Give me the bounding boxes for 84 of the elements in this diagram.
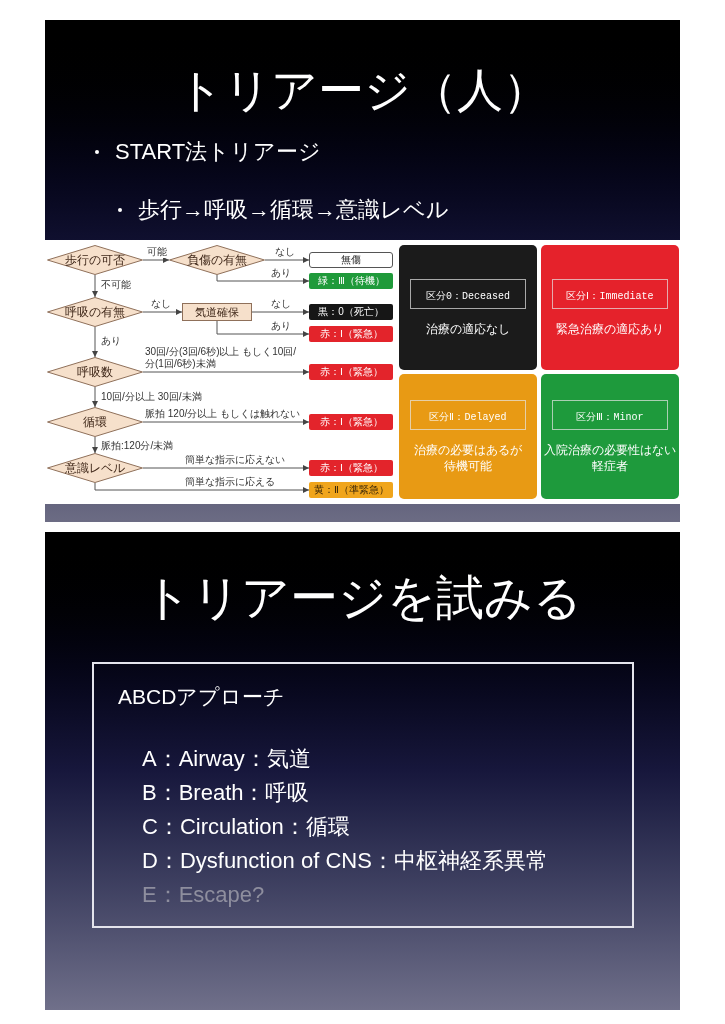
arrow bbox=[142, 419, 310, 425]
list-item: E：Escape? bbox=[142, 882, 265, 907]
edge-label: あり bbox=[101, 335, 121, 347]
arrow bbox=[92, 326, 98, 358]
edge-label: 可能 bbox=[147, 246, 167, 258]
edge-label: 脈拍 120/分以上 もしくは触れない bbox=[145, 408, 301, 420]
edge-label: なし bbox=[275, 246, 295, 258]
triage-tag bbox=[309, 460, 393, 476]
triage-tag bbox=[309, 273, 393, 289]
category-description: 治療の適応なし bbox=[426, 320, 510, 337]
category-card bbox=[541, 374, 679, 499]
arrow bbox=[142, 369, 310, 375]
category-label-frame bbox=[552, 399, 668, 430]
process-text: 気道確保 bbox=[195, 305, 239, 319]
category-description: 緊急治療の適応あり bbox=[556, 320, 664, 337]
edge-label: あり bbox=[271, 320, 291, 332]
arrow bbox=[216, 320, 310, 337]
category-label: 区分0：Deceased bbox=[426, 290, 510, 302]
decision-text: 負傷の有無 bbox=[187, 253, 247, 267]
tag-text: 黄：Ⅱ（準緊急） bbox=[313, 484, 389, 496]
decision-diamond bbox=[169, 245, 265, 275]
decision-text: 歩行の可否 bbox=[65, 253, 125, 267]
bullet-text: 歩行→呼吸→循環→意識レベル bbox=[138, 196, 449, 224]
arrow bbox=[142, 257, 170, 263]
decision-text: 呼吸数 bbox=[77, 365, 113, 379]
tag-text: 赤：Ⅰ（緊急） bbox=[319, 462, 383, 474]
category-card bbox=[541, 245, 679, 370]
tag-text: 赤：Ⅰ（緊急） bbox=[319, 366, 383, 378]
arrow bbox=[94, 482, 310, 493]
category-label: 区分Ⅲ：Minor bbox=[576, 411, 644, 423]
process-box bbox=[182, 303, 252, 321]
approach-frame bbox=[92, 662, 634, 928]
category-label: 区分Ⅱ：Delayed bbox=[429, 411, 507, 423]
tag-text: 無傷 bbox=[341, 254, 361, 266]
triage-tag bbox=[309, 252, 393, 268]
arrow bbox=[142, 465, 310, 471]
category-description: 入院治療の必要性はない軽症者 bbox=[543, 441, 677, 474]
category-description: 治療の必要はあるが待機可能 bbox=[413, 441, 523, 474]
tag-text: 赤：Ⅰ（緊急） bbox=[319, 416, 383, 428]
triage-tag bbox=[309, 304, 393, 320]
triage-tag bbox=[309, 414, 393, 430]
decision-diamond bbox=[47, 297, 143, 327]
decision-diamond bbox=[47, 453, 143, 483]
decision-diamond bbox=[47, 245, 143, 275]
edge-label: 10回/分以上 30回/未満 bbox=[101, 391, 202, 403]
tag-text: 黒：0（死亡） bbox=[318, 306, 384, 318]
list-item: A：Airway：気道 bbox=[142, 746, 311, 771]
decision-text: 意識レベル bbox=[65, 461, 125, 475]
category-label-frame bbox=[410, 399, 526, 430]
list-item: D：Dysfunction of CNS：中枢神経系異常 bbox=[142, 848, 548, 873]
category-card bbox=[399, 374, 537, 499]
triage-tag bbox=[309, 364, 393, 380]
arrow bbox=[92, 274, 98, 298]
arrow bbox=[92, 436, 98, 454]
edge-label: なし bbox=[151, 298, 171, 310]
decision-diamond bbox=[47, 357, 143, 387]
decision-text: 呼吸の有無 bbox=[65, 305, 125, 319]
category-card bbox=[399, 245, 537, 370]
arrow bbox=[216, 274, 310, 284]
tag-text: 赤：Ⅰ（緊急） bbox=[319, 328, 383, 340]
list-item: B：Breath：呼吸 bbox=[142, 780, 310, 805]
edge-label: 脈拍:120分/未満 bbox=[101, 440, 174, 452]
category-label: 区分Ⅰ：Immediate bbox=[566, 290, 654, 302]
slide-title: トリアージ（人） bbox=[176, 64, 549, 116]
edge-label: 簡単な指示に応える bbox=[185, 476, 275, 488]
edge-label: あり bbox=[271, 267, 291, 279]
slide-title: トリアージを試みる bbox=[143, 571, 582, 624]
arrow bbox=[264, 257, 310, 263]
decision-diamond bbox=[47, 407, 143, 437]
category-label-frame bbox=[552, 278, 668, 309]
decision-text: 循環 bbox=[83, 415, 107, 429]
triage-tag bbox=[309, 482, 393, 498]
edge-label: 不可能 bbox=[101, 279, 131, 291]
edge-label: 簡単な指示に応えない bbox=[185, 454, 285, 466]
arrow bbox=[92, 386, 98, 408]
category-label-frame bbox=[410, 278, 526, 309]
bullet-text: START法トリアージ bbox=[115, 138, 322, 166]
triage-tag bbox=[309, 326, 393, 342]
arrow bbox=[251, 309, 310, 315]
arrow bbox=[142, 309, 183, 315]
tag-text: 緑：Ⅲ（待機） bbox=[317, 275, 385, 287]
list-heading: ABCDアプローチ bbox=[118, 685, 286, 708]
edge-label: なし bbox=[271, 298, 291, 310]
list-item: C：Circulation：循環 bbox=[142, 814, 350, 839]
